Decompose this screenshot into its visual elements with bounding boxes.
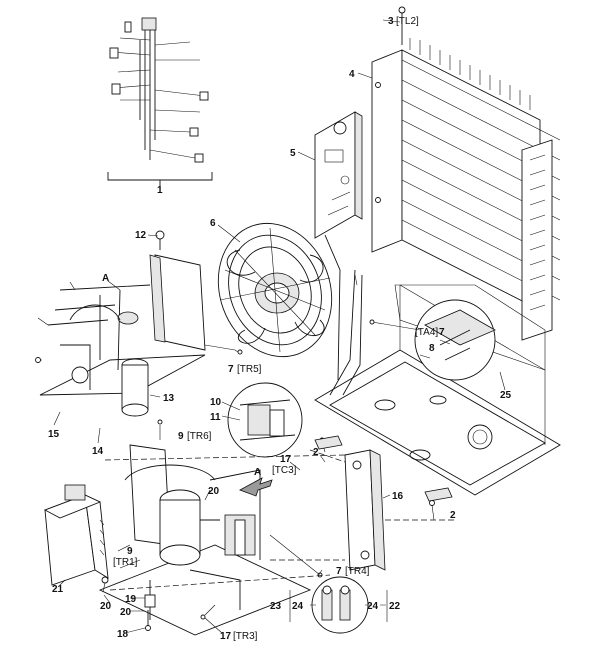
detail-zoom-circle-bottom xyxy=(311,576,369,634)
callout-12: 12 xyxy=(135,230,147,241)
callout-9-tr1: 9 xyxy=(127,546,133,557)
callout-tr1: [TR1] xyxy=(113,557,138,568)
callout-11: 11 xyxy=(210,412,221,423)
detail-zoom-circle-right xyxy=(369,299,496,381)
callout-8: 8 xyxy=(429,343,435,354)
callout-tr5: [TR5] xyxy=(237,364,262,375)
alignment-lines xyxy=(104,449,455,591)
callout-18: 18 xyxy=(117,629,129,640)
fan-and-guard xyxy=(217,222,341,381)
callout-16: 16 xyxy=(392,491,404,502)
leader-lines xyxy=(53,19,506,634)
callout-labels: 1 3 [TL2] 4 5 6 12 A [TA4] 7 8 7 [TR5] 2… xyxy=(48,16,512,642)
view-label-a-top: A xyxy=(102,273,109,284)
callout-14: 14 xyxy=(92,446,104,457)
callout-tl2: [TL2] xyxy=(396,16,419,27)
callout-20-bottom: 20 xyxy=(120,607,132,618)
callout-1: 1 xyxy=(157,185,163,196)
plate-heat-exchanger xyxy=(314,435,453,571)
callout-9-tr6: 9 xyxy=(178,431,184,442)
callout-23: 23 xyxy=(270,601,282,612)
callout-tr3: [TR3] xyxy=(233,631,258,642)
callout-3: 3 xyxy=(388,16,394,27)
callout-24-left: 24 xyxy=(292,601,304,612)
callout-tr4: [TR4] xyxy=(345,566,370,577)
wiring-harness xyxy=(107,17,213,190)
callout-17-tr3: 17 xyxy=(220,631,232,642)
callout-19: 19 xyxy=(125,594,137,605)
callout-17-tc3: 17 xyxy=(280,454,292,465)
callout-15: 15 xyxy=(48,429,60,440)
callout-22: 22 xyxy=(389,601,401,612)
callout-7-tr5: 7 xyxy=(228,364,234,375)
callout-7-ta4: 7 xyxy=(439,327,445,338)
callout-6: 6 xyxy=(210,218,216,229)
callout-5: 5 xyxy=(290,148,296,159)
compressor-assembly-bottom xyxy=(98,419,323,636)
callout-7-tr4: 7 xyxy=(336,566,342,577)
callout-tr6: [TR6] xyxy=(187,431,212,442)
compressor-assembly-left xyxy=(35,230,243,417)
control-panel-bracket xyxy=(314,111,363,239)
callout-21: 21 xyxy=(52,584,64,595)
callout-10: 10 xyxy=(210,397,222,408)
callout-24-right: 24 xyxy=(367,601,379,612)
callout-25: 25 xyxy=(500,390,512,401)
callout-tc3: [TC3] xyxy=(272,465,297,476)
callout-ta4: [TA4] xyxy=(415,327,438,338)
callout-2-top: 2 xyxy=(313,447,319,458)
view-arrow-a xyxy=(239,477,273,497)
callout-20-left: 20 xyxy=(100,601,112,612)
view-label-a-bottom: A xyxy=(254,467,261,478)
callout-13: 13 xyxy=(163,393,175,404)
detail-zoom-circle-middle xyxy=(227,382,303,458)
coil-heat-exchanger xyxy=(371,6,561,341)
control-box xyxy=(43,484,109,586)
callout-4: 4 xyxy=(349,69,355,80)
base-pan xyxy=(314,269,561,496)
callout-2-bottom: 2 xyxy=(450,510,456,521)
callout-20-mid: 20 xyxy=(208,486,220,497)
